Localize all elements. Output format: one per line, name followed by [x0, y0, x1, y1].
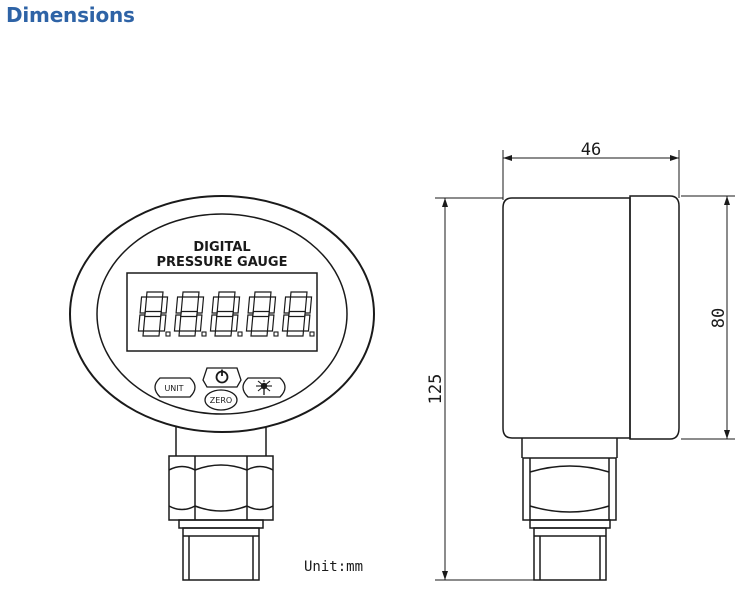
zero-button-label: ZERO	[210, 396, 232, 405]
dimension-height: 80	[681, 195, 735, 440]
dimension-height-label: 80	[709, 308, 729, 328]
front-view: DIGITAL PRESSURE GAUGE UNIT	[69, 195, 375, 581]
gauge-label-line2: PRESSURE GAUGE	[157, 255, 288, 270]
unit-button[interactable]: UNIT	[154, 377, 196, 398]
bezel-outer	[69, 195, 375, 433]
dimension-total-height-label: 125	[426, 374, 446, 405]
lcd-digit	[173, 291, 207, 337]
lcd-digit	[209, 291, 243, 337]
dimension-width: 46	[502, 140, 680, 200]
backlight-button[interactable]	[242, 377, 286, 398]
zero-button[interactable]: ZERO	[204, 389, 238, 411]
backlight-icon	[256, 380, 272, 395]
lcd-digits	[137, 291, 315, 337]
lcd-digit	[245, 291, 279, 337]
gauge-label-line1: DIGITAL	[193, 240, 250, 255]
section-heading: Dimensions	[6, 3, 135, 27]
dimension-total-height: 125	[426, 197, 534, 581]
unit-note: Unit:mm	[304, 559, 363, 575]
power-button[interactable]	[202, 367, 242, 388]
bezel-inner	[96, 213, 348, 415]
dimension-width-label: 46	[581, 140, 601, 160]
lcd-digit	[137, 291, 171, 337]
lcd-window	[126, 272, 318, 352]
front-stem	[168, 427, 274, 581]
lcd-digit	[281, 291, 315, 337]
unit-button-label: UNIT	[164, 384, 183, 393]
side-view	[502, 195, 680, 581]
